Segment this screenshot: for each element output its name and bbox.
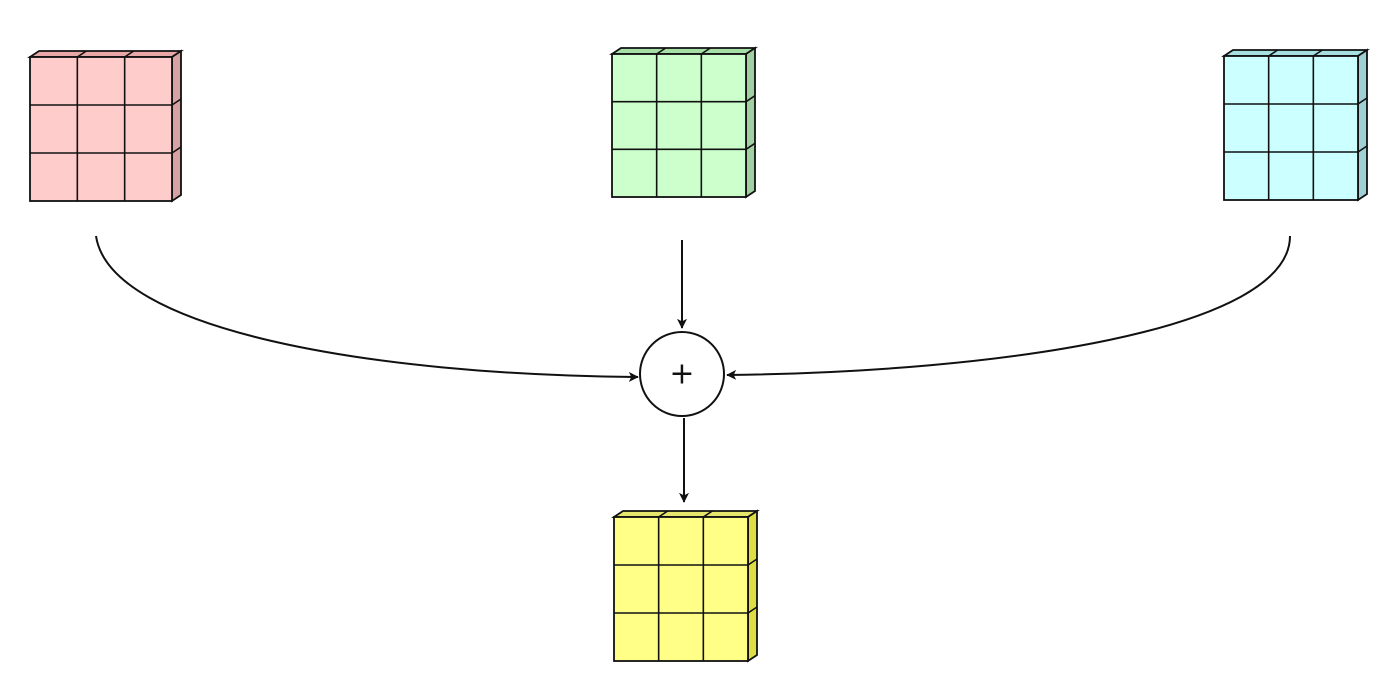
block-front-face <box>613 516 749 662</box>
grid-line <box>747 606 758 614</box>
block-top-face <box>611 510 760 518</box>
block-side-face <box>745 46 756 199</box>
block-side-face <box>1357 48 1368 202</box>
block-front-face <box>1223 55 1359 201</box>
grid-line <box>76 50 87 58</box>
edge-left-to-sum <box>95 235 639 382</box>
grid-line <box>124 50 135 58</box>
grid-line <box>171 146 182 154</box>
edge-right-to-sum <box>726 235 1291 380</box>
block-front-face <box>611 53 747 198</box>
block-side-face <box>171 49 182 203</box>
grid-line <box>1357 97 1368 105</box>
grid-line <box>747 558 758 566</box>
grid-line <box>171 98 182 106</box>
edges <box>95 235 1291 503</box>
grid-line <box>1357 145 1368 153</box>
block-front-face <box>29 56 173 202</box>
grid-line <box>656 47 667 55</box>
output-block <box>611 509 760 663</box>
grid-line <box>745 95 756 103</box>
plus-symbol: + <box>669 357 694 392</box>
input-center-block <box>609 46 758 199</box>
grid-line <box>1268 49 1279 57</box>
grid-line <box>745 142 756 150</box>
grid-line <box>702 510 713 518</box>
sum-node-circle <box>639 331 725 417</box>
input-right-block <box>1221 48 1370 202</box>
block-side-face <box>747 509 758 663</box>
sum-node: + <box>639 331 725 417</box>
grid-line <box>658 510 669 518</box>
grid-line <box>700 47 711 55</box>
input-left-block <box>27 49 184 203</box>
grid-line <box>1312 49 1323 57</box>
